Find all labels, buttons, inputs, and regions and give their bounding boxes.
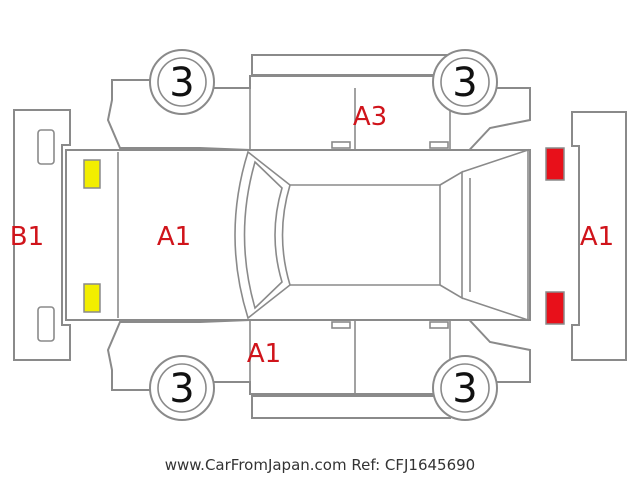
wheel-front-left: 3 — [149, 355, 215, 421]
damage-code-rear-bumper: A1 — [580, 222, 614, 252]
wheel-front-right-grade: 3 — [169, 60, 194, 106]
car-body — [65, 148, 531, 322]
wheel-rear-right-grade: 3 — [452, 60, 477, 106]
wheel-rear-left: 3 — [432, 355, 498, 421]
front-bumper — [13, 109, 71, 361]
rear-bumper — [571, 111, 627, 361]
rear-right-red-lamp — [545, 147, 565, 181]
damage-code-hood: A1 — [157, 222, 191, 252]
wheel-front-right: 3 — [149, 49, 215, 115]
wheel-front-left-grade: 3 — [169, 366, 194, 412]
left-side-panel — [106, 285, 531, 419]
rear-left-red-lamp — [545, 291, 565, 325]
wheel-rear-right: 3 — [432, 49, 498, 115]
reference-footer: www.CarFromJapan.com Ref: CFJ1645690 — [164, 456, 476, 474]
damage-code-right-doors: A3 — [353, 102, 387, 132]
vehicle-condition-diagram: 3 3 3 3 A1 A3 A1 B1 A1 — [10, 49, 627, 421]
damage-code-left-doors: A1 — [247, 339, 281, 369]
wheel-rear-left-grade: 3 — [452, 366, 477, 412]
front-right-amber-lamp — [83, 283, 101, 313]
front-left-amber-lamp — [83, 159, 101, 189]
damage-code-front-bumper: B1 — [10, 222, 44, 252]
